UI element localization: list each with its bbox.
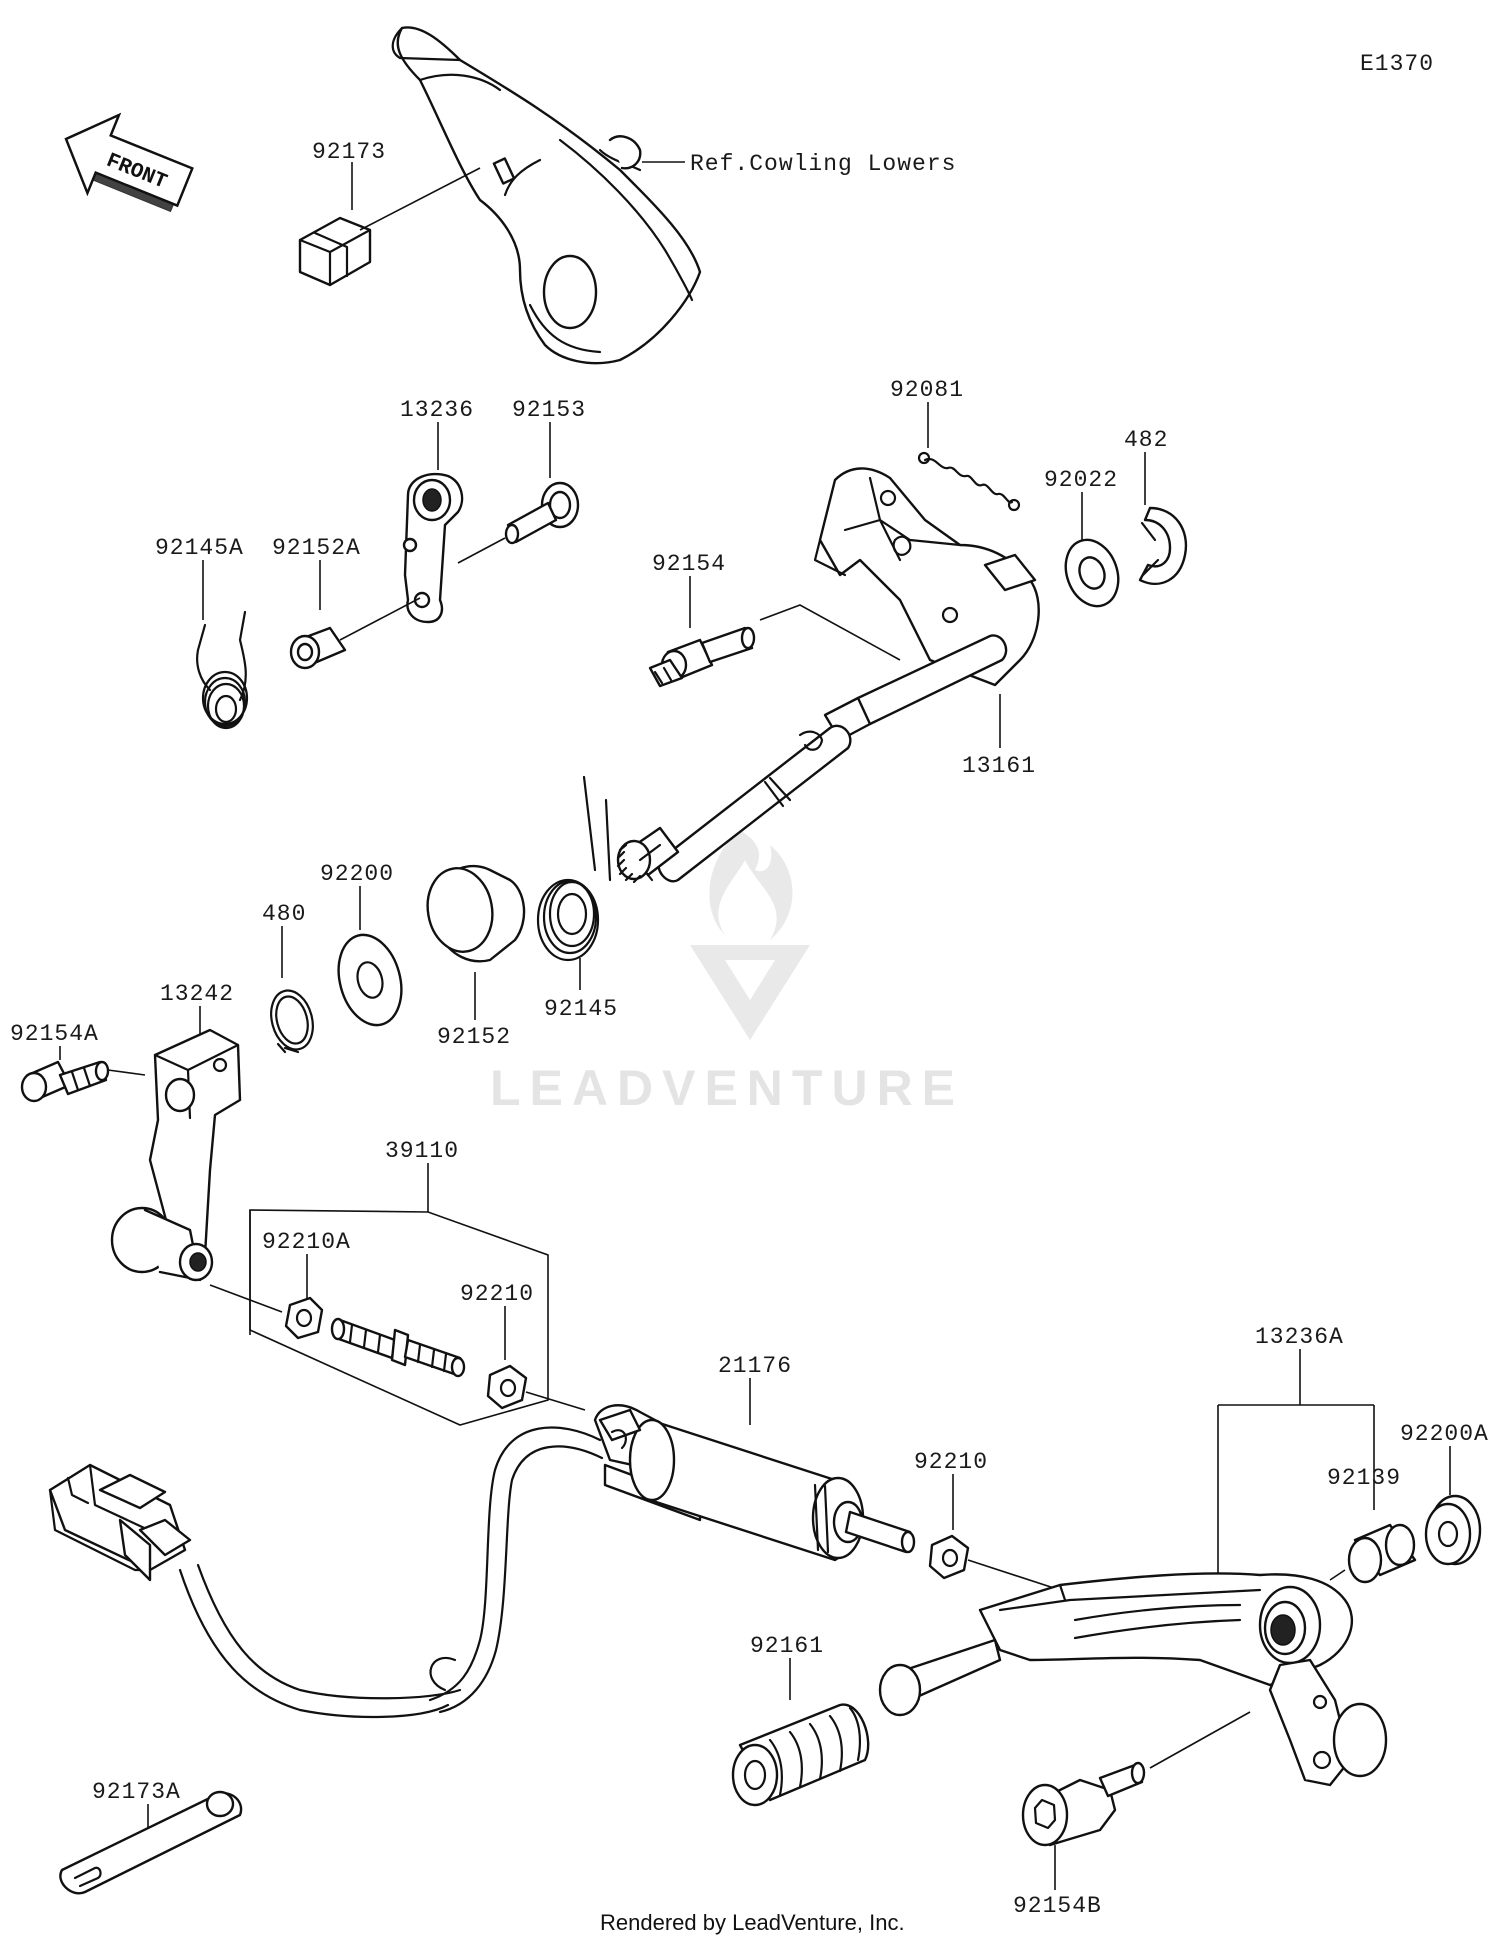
part-92145A-spring: [196, 610, 249, 730]
part-92200A-washer: [1424, 1494, 1482, 1566]
part-13242-lever: [110, 1028, 242, 1282]
part-92161-pedal-rubber: [731, 1703, 870, 1807]
part-92139-bushing: [1347, 1523, 1417, 1584]
part-tie-rod: [330, 1317, 466, 1378]
callout-92200: 92200: [320, 861, 394, 887]
callout-92145: 92145: [544, 996, 618, 1022]
sensor-cable: [178, 1426, 604, 1719]
callout-92200A: 92200A: [1400, 1421, 1489, 1447]
callout-92210A: 92210A: [262, 1229, 351, 1255]
callout-92173: 92173: [312, 139, 386, 165]
part-92154-stud: [648, 626, 756, 688]
callout-92154A: 92154A: [10, 1021, 99, 1047]
part-92173A-cable-band: [59, 1790, 243, 1895]
callout-92152: 92152: [437, 1024, 511, 1050]
callout-92154: 92154: [652, 551, 726, 577]
callout-92139: 92139: [1327, 1465, 1401, 1491]
callout-13242: 13242: [160, 981, 234, 1007]
callout-92161: 92161: [750, 1633, 824, 1659]
part-92081-spring: [917, 451, 1021, 512]
callout-92210-a: 92210: [460, 1281, 534, 1307]
part-92154A-bolt: [20, 1060, 110, 1103]
part-92210A-nut: [284, 1296, 324, 1340]
part-13236-arm: [402, 472, 464, 624]
callout-92173A: 92173A: [92, 1779, 181, 1805]
part-480-circlip: [270, 989, 314, 1054]
part-13161-shift-shaft: [616, 467, 1040, 884]
callout-92145A: 92145A: [155, 535, 244, 561]
part-13236A-shift-pedal: [878, 1572, 1388, 1787]
part-92173-pad: [298, 216, 372, 287]
callout-92153: 92153: [512, 397, 586, 423]
part-482-e-clip: [1138, 506, 1188, 585]
callout-13236A: 13236A: [1255, 1324, 1344, 1350]
part-92210-nut-b: [928, 1534, 970, 1580]
part-92210-nut-a: [486, 1364, 528, 1410]
part-92200-washer: [337, 933, 403, 1027]
watermark-logo: [690, 830, 810, 1040]
reference-note: Ref.Cowling Lowers: [690, 151, 956, 177]
front-arrow-icon: FRONT: [64, 112, 194, 213]
cowling-bracket: [391, 26, 702, 365]
diagram-code: E1370: [1360, 51, 1434, 77]
part-21176-shift-sensor: [593, 1404, 916, 1562]
part-92022-washer: [1064, 538, 1120, 608]
callout-482: 482: [1124, 427, 1168, 453]
callout-13236: 13236: [400, 397, 474, 423]
callout-92081: 92081: [890, 377, 964, 403]
part-92152-collar: [426, 864, 526, 963]
part-92154B-bolt: [1021, 1761, 1146, 1847]
part-92145-spring: [536, 775, 612, 962]
callout-21176: 21176: [718, 1353, 792, 1379]
callout-39110: 39110: [385, 1138, 459, 1164]
callout-480: 480: [262, 901, 306, 927]
sensor-connector: [48, 1463, 192, 1582]
part-92152A-collar: [289, 626, 347, 670]
callout-92022: 92022: [1044, 467, 1118, 493]
callout-92154B: 92154B: [1013, 1893, 1102, 1919]
part-92153-bolt: [504, 481, 580, 545]
callout-92152A: 92152A: [272, 535, 361, 561]
watermark-text: LEADVENTURE: [490, 1060, 964, 1116]
callout-13161: 13161: [962, 753, 1036, 779]
render-credit: Rendered by LeadVenture, Inc.: [600, 1910, 905, 1935]
callout-92210-b: 92210: [914, 1449, 988, 1475]
